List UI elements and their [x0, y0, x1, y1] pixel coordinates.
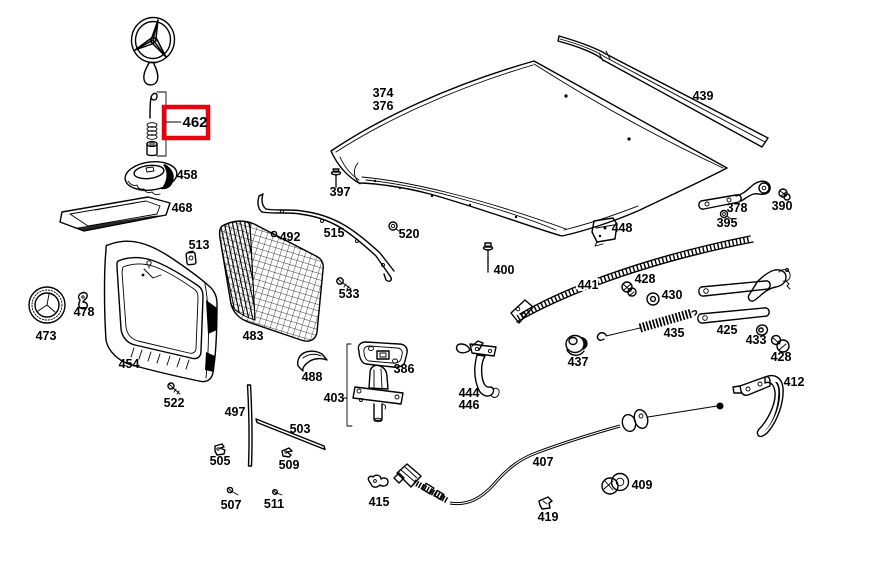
part-415-clip: 415 [367, 474, 390, 509]
part-497-strip: 497 [225, 384, 253, 467]
part-444-446-hook: 444 446 [455, 340, 500, 412]
part-label-412[interactable]: 412 [784, 375, 805, 389]
part-label-409[interactable]: 409 [632, 478, 653, 492]
part-412-handle: 412 [732, 374, 805, 438]
part-454-shell: 454 [103, 240, 218, 383]
part-515-support-bar: 515 [257, 193, 395, 282]
part-439-trim-strip: 439 [557, 35, 769, 148]
part-386-lock-plate: 386 [357, 341, 415, 376]
part-label-430[interactable]: 430 [662, 288, 683, 302]
part-label-509[interactable]: 509 [279, 458, 300, 472]
part-403-lock: 403 [324, 343, 404, 427]
part-label-428a[interactable]: 428 [635, 272, 656, 286]
part-label-435[interactable]: 435 [662, 324, 687, 342]
part-468-plate: 468 [59, 196, 193, 232]
pin-drawing [149, 92, 158, 119]
part-label-395[interactable]: 395 [717, 216, 738, 230]
part-397-screw: 397 [330, 168, 351, 199]
part-374-376-hood: 374 376 [330, 60, 728, 237]
part-473-badge: 473 [28, 286, 66, 343]
part-label-507[interactable]: 507 [221, 498, 242, 512]
part-407-cable: 407 [393, 402, 724, 506]
part-label-533[interactable]: 533 [339, 287, 360, 301]
part-label-483[interactable]: 483 [241, 327, 266, 345]
part-378-hinge: 378 [698, 180, 771, 215]
part-425-links: 425 [697, 268, 791, 337]
part-483-grille-insert: 483 [218, 220, 324, 345]
part-400-bolt: 400 [482, 242, 515, 277]
part-433-washer: 433 [746, 324, 769, 347]
part-label-503[interactable]: 503 [290, 422, 311, 436]
bracket-462 [156, 91, 182, 157]
part-428a-nut: 428 [621, 272, 656, 297]
part-label-397[interactable]: 397 [330, 185, 351, 199]
part-label-437[interactable]: 437 [568, 355, 589, 369]
part-533-screw: 533 [336, 277, 360, 301]
part-label-428b[interactable]: 428 [771, 350, 792, 364]
part-409-grommet: 409 [601, 472, 653, 495]
part-520-grommet: 520 [388, 221, 420, 241]
part-label-446[interactable]: 446 [459, 398, 480, 412]
part-511-screw: 511 [264, 489, 284, 511]
part-492-screw: 492 [270, 230, 301, 244]
part-441-stay: 441 [510, 235, 754, 324]
part-label-439[interactable]: 439 [693, 89, 714, 103]
part-label-415[interactable]: 415 [369, 495, 390, 509]
part-509-clip: 509 [279, 447, 300, 472]
part-label-478[interactable]: 478 [74, 305, 95, 319]
part-label-458[interactable]: 458 [177, 168, 198, 182]
part-label-511[interactable]: 511 [264, 497, 284, 511]
part-label-444[interactable]: 444 [459, 386, 480, 400]
highlight-box-462 [161, 104, 211, 141]
part-419-clip: 419 [538, 496, 559, 524]
part-label-386[interactable]: 386 [394, 362, 415, 376]
part-label-448[interactable]: 448 [612, 221, 633, 235]
spring-drawing [146, 122, 158, 140]
part-label-468[interactable]: 468 [172, 201, 193, 215]
part-label-376[interactable]: 376 [373, 99, 394, 113]
part-label-454[interactable]: 454 [119, 357, 140, 371]
part-label-441[interactable]: 441 [576, 276, 601, 294]
part-503-strip: 503 [255, 418, 326, 451]
part-505-clip: 505 [210, 443, 231, 468]
part-label-400[interactable]: 400 [494, 263, 515, 277]
part-label-520[interactable]: 520 [399, 227, 420, 241]
part-label-473[interactable]: 473 [36, 329, 57, 343]
part-label-515[interactable]: 515 [324, 226, 345, 240]
sleeve-drawing [146, 140, 158, 157]
part-label-505[interactable]: 505 [210, 454, 231, 468]
part-437-grommet: 437 [565, 334, 589, 369]
hood-star-emblem [130, 16, 176, 86]
part-label-374[interactable]: 374 [373, 86, 394, 100]
part-label-488[interactable]: 488 [302, 370, 323, 384]
part-478-clip: 478 [74, 291, 95, 319]
part-label-378[interactable]: 378 [727, 201, 748, 215]
part-label-407[interactable]: 407 [533, 455, 554, 469]
part-label-497[interactable]: 497 [225, 405, 246, 419]
part-label-433[interactable]: 433 [746, 333, 767, 347]
part-395-bolt: 395 [717, 209, 738, 230]
part-448-clamp: 448 [591, 217, 633, 247]
part-488-bracket: 488 [296, 350, 328, 384]
part-label-390[interactable]: 390 [772, 199, 793, 213]
part-label-403[interactable]: 403 [324, 391, 345, 405]
part-label-462[interactable]: 462 [182, 114, 207, 131]
part-435-spring: 435 [596, 308, 698, 342]
part-label-492[interactable]: 492 [280, 230, 301, 244]
part-462-group: 462 [146, 91, 211, 157]
part-513-clip: 513 [185, 238, 210, 266]
part-label-522[interactable]: 522 [164, 396, 185, 410]
part-507-screw: 507 [221, 486, 242, 512]
part-label-419[interactable]: 419 [538, 510, 559, 524]
part-428b-bolt: 428 [771, 334, 792, 364]
part-458-cap: 458 [124, 161, 198, 196]
part-label-425[interactable]: 425 [717, 323, 738, 337]
part-label-513[interactable]: 513 [189, 238, 210, 252]
part-522-screw: 522 [164, 382, 185, 410]
part-390-nut: 390 [772, 188, 793, 213]
part-430-washer: 430 [646, 288, 683, 306]
